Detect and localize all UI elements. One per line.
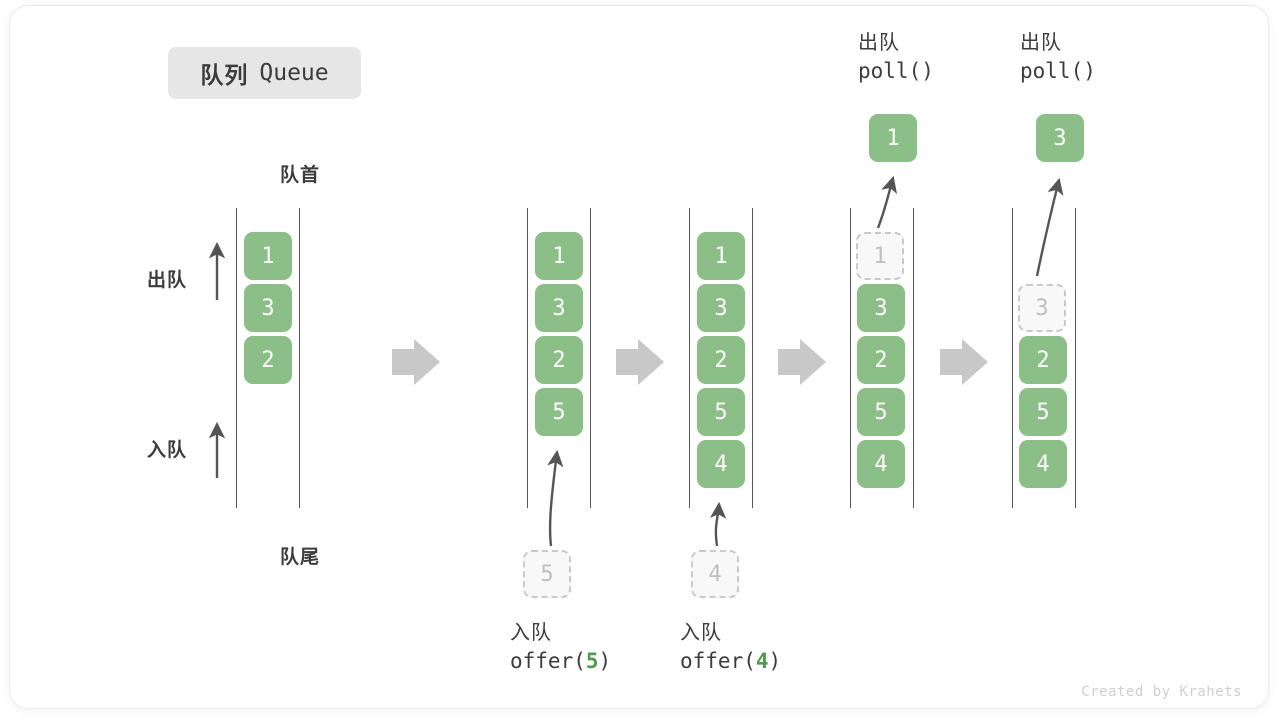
poll-1-caption-fn: poll() [858,59,934,83]
queue-rail-right-1 [299,208,300,508]
watermark: Created by Krahets [1081,684,1242,700]
offer-4-fn-value: 4 [755,649,769,673]
queue-element: 2 [535,336,583,384]
queue-element: 5 [1019,388,1067,436]
queue-element: 3 [697,284,745,332]
step-arrow-3 [778,339,826,385]
incoming-ghost-element: 5 [523,550,571,598]
queue-rail-left-5 [1012,208,1013,508]
poll-1-arrow [876,175,898,229]
diagram-title-badge: 队列 Queue [168,47,361,99]
poll-3-arrow [1035,177,1064,277]
step-arrow-2 [616,339,664,385]
offer-4-caption: 入队 offer(4) [680,620,781,676]
offer-5-arrow [547,449,564,547]
poll-1-caption: 出队 poll() [858,30,934,86]
queue-element: 4 [697,440,745,488]
incoming-ghost-element: 4 [691,550,739,598]
dequeue-direction-label: 出队 [147,270,188,291]
queue-rail-left-4 [850,208,851,508]
step-arrow-1 [392,339,440,385]
queue-element: 1 [244,232,292,280]
queue-element: 4 [1019,440,1067,488]
poll-3-caption-cn: 出队 [1020,32,1062,54]
queue-element: 2 [244,336,292,384]
queue-rail-right-2 [590,208,591,508]
poll-1-caption-cn: 出队 [858,32,900,54]
queue-element: 2 [1019,336,1067,384]
offer-4-caption-fn: offer(4) [680,646,781,676]
offer-4-fn-suffix: ) [768,649,782,673]
queue-element: 1 [697,232,745,280]
offer-4-arrow [709,501,727,547]
offer-4-fn-prefix: offer( [680,649,756,673]
queue-rail-left-2 [527,208,528,508]
queue-rail-right-5 [1075,208,1076,508]
queue-element: 2 [697,336,745,384]
queue-element: 5 [535,388,583,436]
poll-3-caption: 出队 poll() [1020,30,1096,86]
polled-element: 1 [869,114,917,162]
queue-rail-left-1 [236,208,237,508]
queue-rail-right-3 [752,208,753,508]
offer-5-fn-prefix: offer( [510,649,586,673]
polled-element: 3 [1036,114,1084,162]
enqueue-direction-label: 入队 [147,440,188,461]
queue-element: 2 [857,336,905,384]
title-en: Queue [259,60,329,86]
offer-4-caption-cn: 入队 [680,622,722,644]
queue-element: 1 [535,232,583,280]
offer-5-fn-suffix: ) [598,649,612,673]
step-arrow-4 [940,339,988,385]
queue-element: 3 [535,284,583,332]
offer-5-fn-value: 5 [585,649,599,673]
offer-5-caption-cn: 入队 [510,622,552,644]
offer-5-caption: 入队 offer(5) [510,620,611,676]
queue-element: 5 [697,388,745,436]
queue-head-label: 队首 [279,165,320,186]
outgoing-ghost-element: 1 [856,232,904,280]
queue-element: 5 [857,388,905,436]
offer-5-caption-fn: offer(5) [510,646,611,676]
poll-3-caption-fn: poll() [1020,59,1096,83]
queue-element: 3 [244,284,292,332]
queue-tail-label: 队尾 [279,547,320,568]
queue-element: 4 [857,440,905,488]
queue-rail-left-3 [689,208,690,508]
queue-element: 3 [857,284,905,332]
queue-rail-right-4 [913,208,914,508]
title-cn: 队列 [200,62,249,88]
outgoing-ghost-element: 3 [1018,284,1066,332]
